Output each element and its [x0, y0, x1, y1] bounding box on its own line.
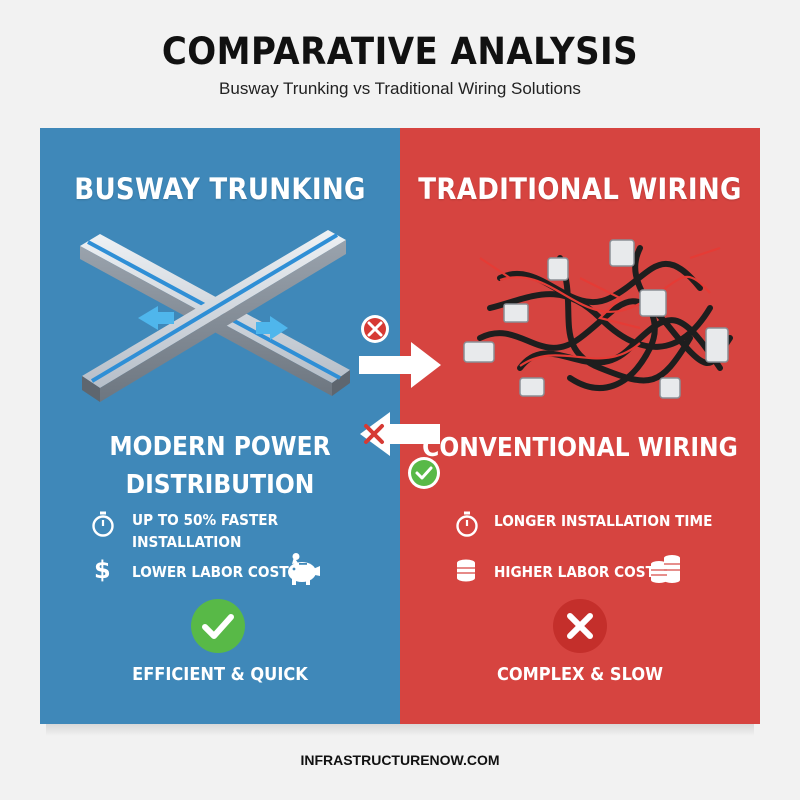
wire-connector [705, 327, 729, 363]
traditional-badge-label: COMPLEX & SLOW [496, 664, 663, 685]
traditional-title: TRADITIONAL WIRING [418, 172, 742, 206]
busway-panel: BUSWAY TRUNKING [40, 128, 400, 724]
wire-connector [503, 303, 529, 323]
wire-connector [659, 377, 681, 399]
tangled-wiring-illustration [463, 239, 733, 399]
left-arrow-icon [360, 412, 440, 489]
busway-headline-1: MODERN POWER [109, 432, 331, 462]
busway-illustration [80, 230, 350, 402]
source-footer: INFRASTRUCTURENOW.COM [300, 752, 500, 768]
wire-connector [609, 239, 635, 267]
traditional-headline: CONVENTIONAL WIRING [422, 433, 738, 463]
busway-headline-2: DISTRIBUTION [125, 470, 315, 500]
busway-feature-cost: LOWER LABOR COSTS [132, 563, 299, 581]
dollar-icon: $ [94, 556, 111, 584]
coin-stacks-icon [651, 555, 680, 583]
traditional-feature-cost: HIGHER LABOR COSTS [494, 563, 665, 581]
right-arrow-icon [359, 315, 441, 388]
page-title: COMPARATIVE ANALYSIS [161, 30, 639, 73]
stopwatch-icon [92, 511, 114, 537]
traditional-feature-time: LONGER INSTALLATION TIME [494, 512, 713, 530]
stopwatch-icon [456, 511, 478, 537]
wire-connector [547, 257, 569, 281]
check-circle-icon [191, 599, 245, 653]
busway-rail-b [82, 230, 346, 402]
left-arrow-connector-icon [138, 306, 174, 330]
piggy-bank-icon [288, 553, 320, 585]
panel-shadow [46, 722, 754, 736]
right-arrow-connector-icon [256, 316, 288, 340]
wire-connector [519, 377, 545, 397]
busway-feature-speed-line1: UP TO 50% FASTER [132, 511, 279, 529]
busway-title: BUSWAY TRUNKING [74, 172, 366, 206]
traditional-panel: TRADITIONAL WIRING CONVENTIONAL WIRING [400, 128, 760, 724]
wire-connector [639, 289, 667, 317]
coin-stack-icon [457, 559, 475, 582]
x-circle-icon [553, 599, 607, 653]
busway-badge-label: EFFICIENT & QUICK [132, 664, 308, 685]
busway-feature-speed-line2: INSTALLATION [132, 533, 242, 551]
page-subtitle: Busway Trunking vs Traditional Wiring So… [219, 79, 581, 98]
wire-connector [463, 341, 495, 363]
